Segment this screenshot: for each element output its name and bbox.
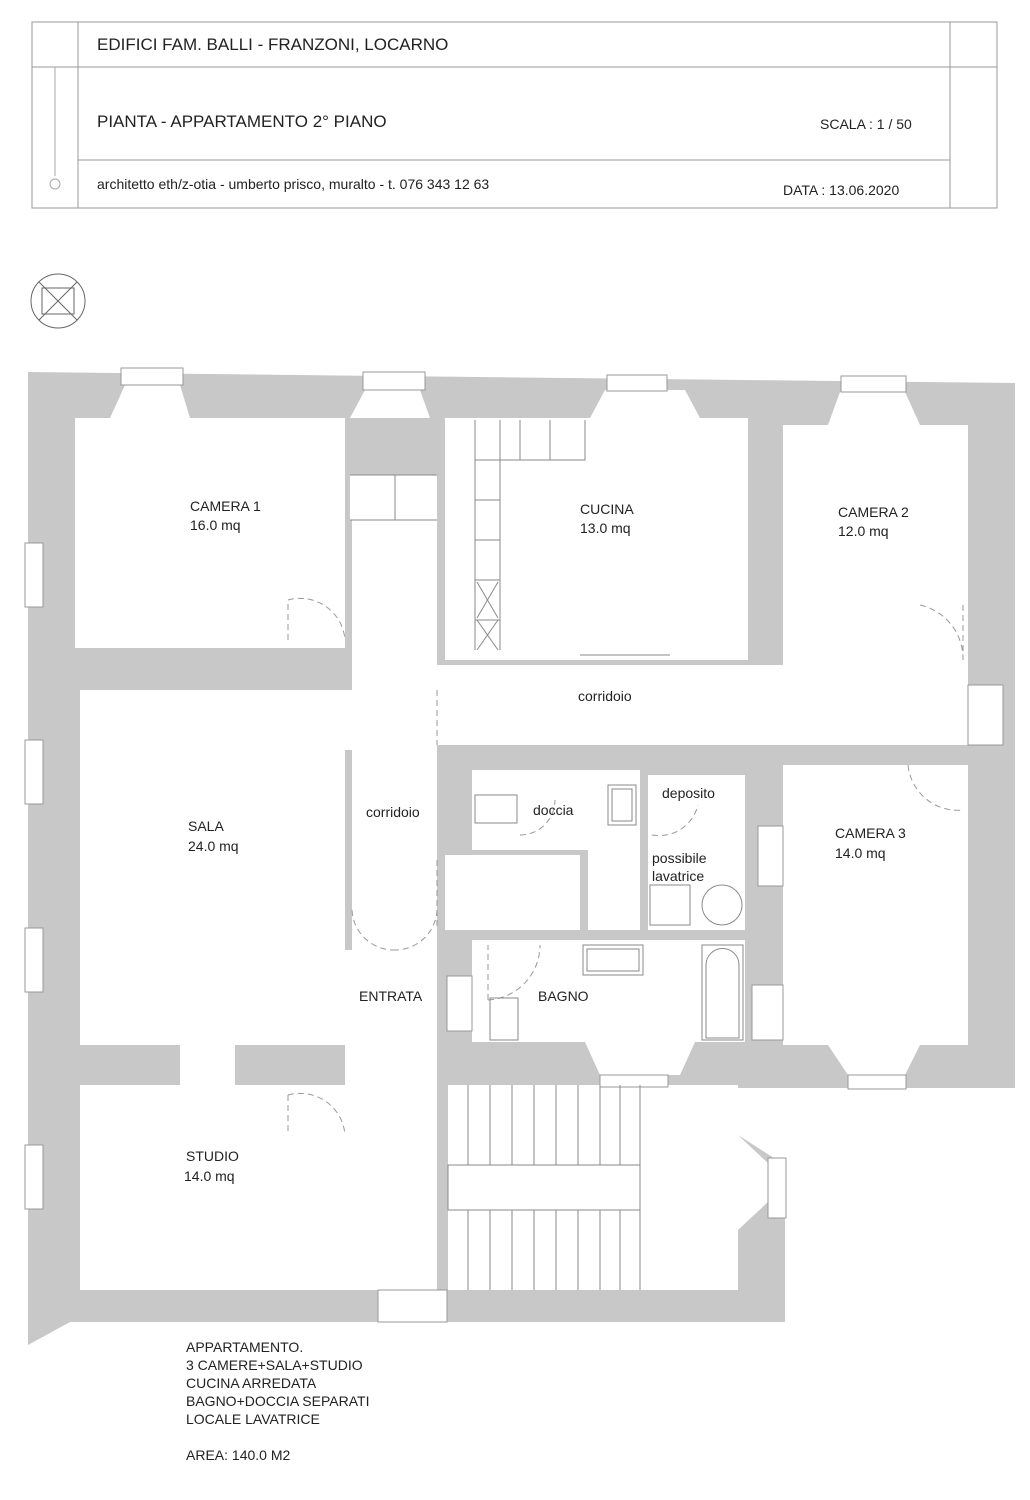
area-camera-2: 12.0 mq: [838, 523, 889, 539]
note-line: BAGNO+DOCCIA SEPARATI: [186, 1393, 370, 1409]
label-studio: STUDIO: [186, 1148, 239, 1164]
note-line: LOCALE LAVATRICE: [186, 1411, 320, 1427]
sala-studio-opening: [180, 1045, 235, 1085]
north-symbol-icon: [30, 273, 86, 329]
windows: [24, 367, 1004, 1323]
label-camera-1: CAMERA 1: [190, 498, 261, 514]
room-camera-3: [783, 765, 968, 1045]
corridor-horizontal: [437, 665, 968, 745]
scale-label: SCALA : 1 / 50: [820, 116, 912, 132]
note-line: 3 CAMERE+SALA+STUDIO: [186, 1357, 363, 1373]
room-sala: [80, 690, 345, 1045]
label-entrata: ENTRATA: [359, 988, 423, 1004]
closet: [350, 475, 437, 520]
label-cucina: CUCINA: [580, 501, 634, 517]
label-corridoio-h: corridoio: [578, 688, 632, 704]
rooms: [75, 385, 968, 1290]
apartment-notes: APPARTAMENTO. 3 CAMERE+SALA+STUDIO CUCIN…: [186, 1338, 369, 1464]
label-corridoio-v: corridoio: [366, 804, 420, 820]
room-bagno: [472, 940, 745, 1042]
note-line: CUCINA ARREDATA: [186, 1375, 317, 1391]
area-cucina: 13.0 mq: [580, 520, 631, 536]
room-cucina: [445, 418, 748, 660]
label-lavatrice-1: possibile: [652, 850, 707, 866]
room-camera-2: [783, 425, 968, 660]
area-camera-3: 14.0 mq: [835, 845, 886, 861]
area-studio: 14.0 mq: [184, 1168, 235, 1184]
drawing-title: PIANTA - APPARTAMENTO 2° PIANO: [97, 112, 387, 131]
title-marker-icon: [49, 178, 61, 190]
date-label: DATA : 13.06.2020: [783, 182, 899, 198]
label-deposito: deposito: [662, 785, 715, 801]
fixtures: [287, 420, 964, 1290]
label-lavatrice-2: lavatrice: [652, 868, 704, 884]
room-studio: [80, 1085, 345, 1290]
title-block: EDIFICI FAM. BALLI - FRANZONI, LOCARNO P…: [31, 21, 998, 209]
project-title: EDIFICI FAM. BALLI - FRANZONI, LOCARNO: [97, 35, 448, 54]
area-camera-1: 16.0 mq: [190, 517, 241, 533]
note-line: APPARTAMENTO.: [186, 1339, 304, 1355]
label-camera-2: CAMERA 2: [838, 504, 909, 520]
room-labels: CAMERA 1 16.0 mq CUCINA 13.0 mq CAMERA 2…: [184, 498, 909, 1184]
stairwell: [448, 1085, 738, 1290]
room-camera-1: [75, 418, 345, 648]
label-doccia: doccia: [533, 802, 574, 818]
note-area: AREA: 140.0 M2: [186, 1447, 291, 1463]
area-sala: 24.0 mq: [188, 838, 239, 854]
room-deposito: [648, 775, 745, 930]
label-bagno: BAGNO: [538, 988, 589, 1004]
label-camera-3: CAMERA 3: [835, 825, 906, 841]
corridor-vertical: [352, 520, 437, 1290]
architect-credit: architetto eth/z-otia - umberto prisco, …: [97, 176, 489, 192]
stair-treads: [447, 1085, 641, 1290]
label-sala: SALA: [188, 818, 224, 834]
